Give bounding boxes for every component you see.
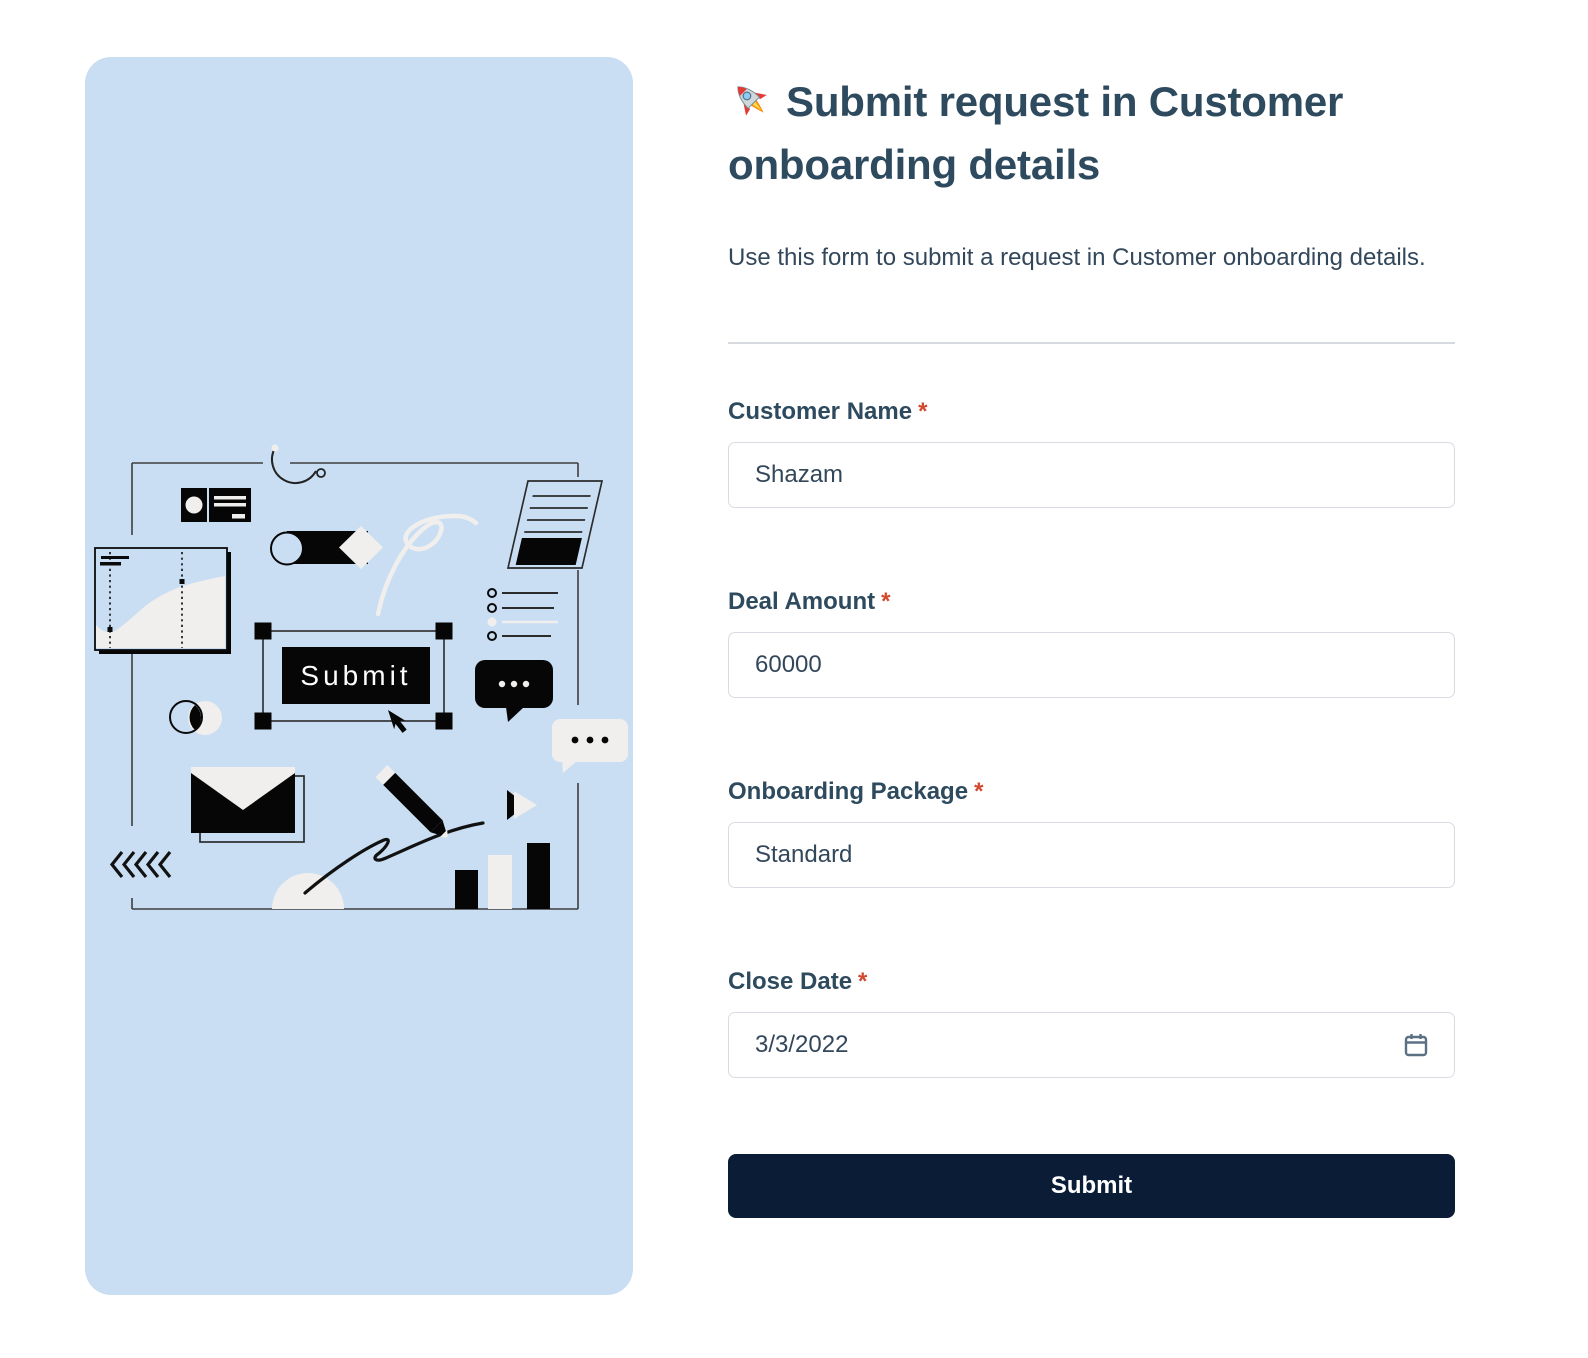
arc-doodle bbox=[270, 444, 326, 484]
speech-bubble-light-icon bbox=[552, 719, 628, 773]
field-label: Customer Name* bbox=[728, 398, 1455, 426]
field-label-text: Onboarding Package bbox=[728, 778, 969, 805]
field-label-text: Customer Name bbox=[728, 398, 913, 425]
field-customer-name: Customer Name* bbox=[728, 398, 1455, 508]
document-icon bbox=[506, 480, 604, 569]
white-scribble bbox=[375, 513, 479, 617]
submit-illustration: Submit bbox=[94, 444, 628, 910]
chevrons-left-icon bbox=[109, 851, 172, 878]
field-label: Close Date* bbox=[728, 968, 1455, 996]
required-asterisk: * bbox=[918, 398, 928, 425]
area-chart-icon bbox=[94, 547, 231, 654]
page-title-text: Submit request in Customer onboarding de… bbox=[728, 78, 1344, 188]
svg-text:Submit: Submit bbox=[300, 660, 411, 691]
field-close-date: Close Date* bbox=[728, 968, 1455, 1078]
submit-button-graphic: Submit bbox=[282, 647, 430, 704]
calendar-icon[interactable] bbox=[1401, 1030, 1431, 1060]
form-column: Submit request in Customer onboarding de… bbox=[728, 0, 1455, 1218]
field-label-text: Close Date bbox=[728, 968, 853, 995]
field-deal-amount: Deal Amount* bbox=[728, 588, 1455, 698]
field-label: Deal Amount* bbox=[728, 588, 1455, 616]
pencil-icon bbox=[375, 765, 448, 838]
selection-handles bbox=[254, 622, 453, 730]
field-label-text: Deal Amount bbox=[728, 588, 876, 615]
page-title: Submit request in Customer onboarding de… bbox=[728, 70, 1455, 196]
customer-name-input[interactable] bbox=[728, 442, 1455, 508]
play-button-icon bbox=[507, 790, 537, 820]
signature-scribble bbox=[303, 821, 485, 895]
required-asterisk: * bbox=[974, 778, 984, 805]
required-asterisk: * bbox=[858, 968, 868, 995]
id-card-icon bbox=[181, 488, 251, 522]
illustration-panel: Submit bbox=[85, 57, 633, 1295]
cursor-arrow-icon bbox=[388, 710, 407, 733]
required-asterisk: * bbox=[881, 588, 891, 615]
envelope-icon bbox=[191, 767, 305, 843]
form-description: Use this form to submit a request in Cus… bbox=[728, 244, 1426, 271]
field-label: Onboarding Package* bbox=[728, 778, 1455, 806]
toggle-flag-icon bbox=[270, 526, 383, 569]
speech-bubble-dark-icon bbox=[475, 660, 553, 722]
bar-chart-icon bbox=[455, 843, 550, 909]
bullet-list-icon bbox=[487, 588, 558, 641]
field-onboarding-package: Onboarding Package* bbox=[728, 778, 1455, 888]
divider bbox=[728, 342, 1455, 344]
rocket-icon bbox=[737, 86, 767, 116]
venn-circles-icon bbox=[169, 700, 222, 735]
onboarding-package-input[interactable] bbox=[728, 822, 1455, 888]
close-date-input[interactable] bbox=[728, 1012, 1455, 1078]
deal-amount-input[interactable] bbox=[728, 632, 1455, 698]
submit-button[interactable]: Submit bbox=[728, 1154, 1455, 1218]
